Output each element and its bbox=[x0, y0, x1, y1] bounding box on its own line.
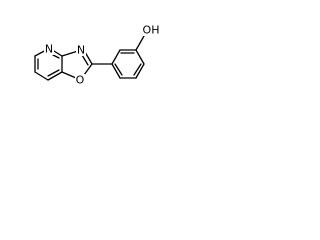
bond bbox=[61, 50, 79, 57]
bond bbox=[135, 63, 145, 79]
bond bbox=[47, 69, 60, 77]
molecule-structure: N N O OH bbox=[34, 24, 159, 87]
bond bbox=[61, 71, 77, 79]
atom-label-hydroxyl: OH bbox=[143, 24, 160, 37]
bond bbox=[53, 50, 63, 57]
bond bbox=[135, 35, 145, 51]
bond bbox=[111, 49, 121, 65]
atom-label-n-pyridine: N bbox=[45, 43, 53, 56]
bond bbox=[81, 54, 89, 66]
atom-label-o-oxazole: O bbox=[76, 74, 85, 87]
bond bbox=[133, 63, 142, 76]
bond bbox=[114, 63, 123, 76]
bond bbox=[84, 51, 93, 65]
bond bbox=[135, 49, 145, 65]
atom-label-n-oxazole: N bbox=[77, 44, 85, 57]
bond bbox=[47, 71, 63, 81]
bond bbox=[83, 63, 93, 76]
bonds bbox=[34, 35, 145, 81]
bond bbox=[111, 63, 121, 79]
atom-labels: N N O OH bbox=[44, 24, 159, 87]
bond bbox=[34, 71, 49, 81]
bond bbox=[52, 54, 60, 59]
